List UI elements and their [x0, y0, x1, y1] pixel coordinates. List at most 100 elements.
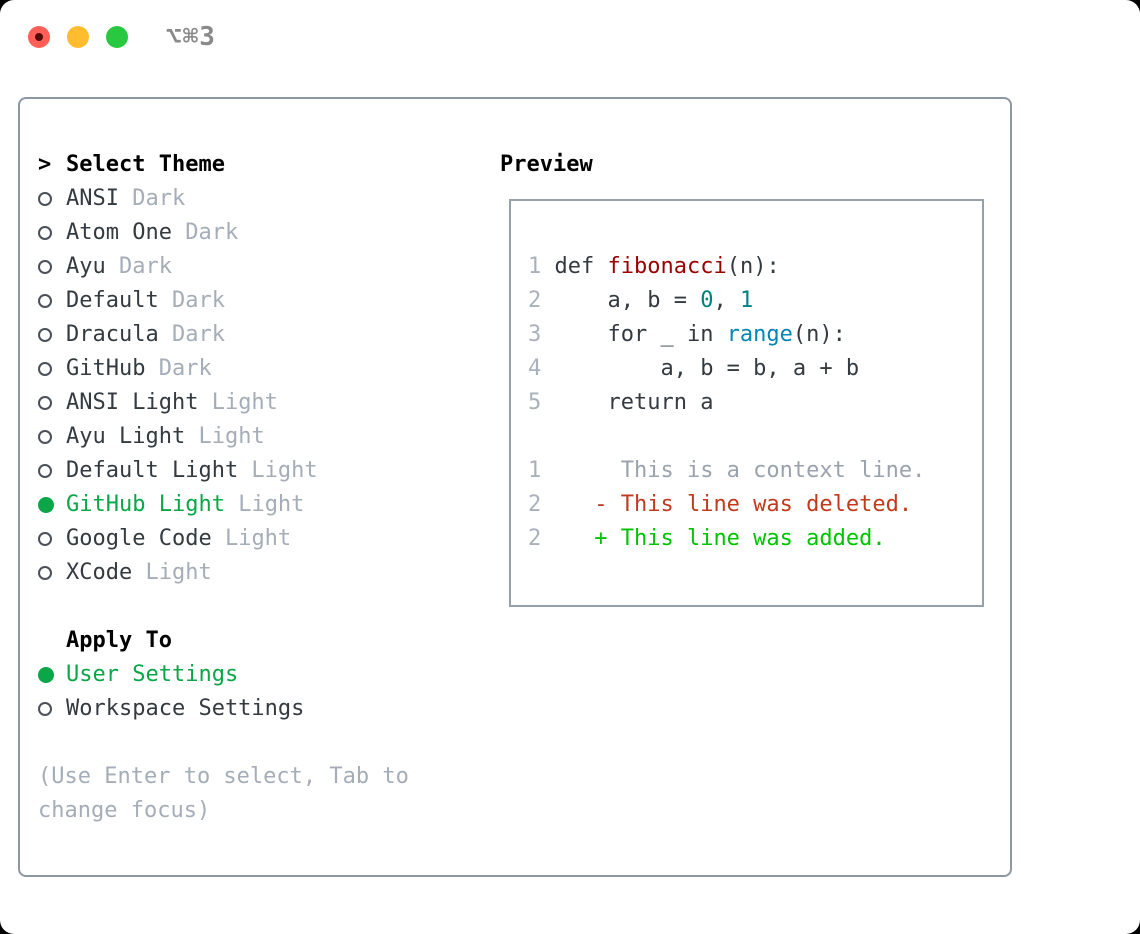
theme-variant-label: Dark [145, 356, 212, 381]
radio-selected-icon [38, 667, 54, 683]
code-segment-code: (n): [792, 322, 846, 347]
code-segment-code: for _ in [554, 322, 727, 347]
radio-unselected-icon [38, 226, 52, 240]
code-segment-function: fibonacci [607, 254, 727, 279]
theme-option-ansi-light[interactable]: ANSI Light Light [38, 386, 478, 420]
preview-code-line: 1 This is a context line. [528, 454, 982, 488]
theme-option-ayu-light[interactable]: Ayu Light Light [38, 420, 478, 454]
option-label: Google Code [66, 526, 212, 551]
focus-caret: > [38, 152, 52, 177]
option-label: User Settings [66, 662, 239, 687]
radio-unselected-icon [38, 430, 52, 444]
code-segment-builtin: range [726, 322, 793, 347]
radio-unselected-icon [38, 192, 52, 206]
option-label: GitHub [66, 356, 146, 381]
code-segment-number: 1 [739, 288, 754, 313]
theme-option-google-code[interactable]: Google Code Light [38, 522, 478, 556]
line-number: 2 [528, 288, 555, 313]
theme-variant-label: Light [238, 458, 318, 483]
theme-option-atom-one[interactable]: Atom One Dark [38, 216, 478, 250]
preview-code-line: 2 a, b = 0, 1 [528, 284, 982, 318]
theme-variant-label: Dark [158, 322, 225, 347]
radio-unselected-icon [38, 396, 52, 410]
preview-code-line [528, 420, 982, 454]
close-button[interactable] [28, 26, 50, 48]
code-segment-added: + This line was added. [554, 526, 886, 551]
apply-option-user-settings[interactable]: User Settings [38, 658, 478, 692]
radio-unselected-icon [38, 532, 52, 546]
theme-option-github[interactable]: GitHub Dark [38, 352, 478, 386]
radio-unselected-icon [38, 328, 52, 342]
line-number: 4 [528, 356, 555, 381]
radio-unselected-icon [38, 464, 52, 478]
option-label: Ayu Light [66, 424, 186, 449]
preview-code-line: 4 a, b = b, a + b [528, 352, 982, 386]
theme-option-ayu[interactable]: Ayu Dark [38, 250, 478, 284]
option-label: Atom One [66, 220, 172, 245]
line-number: 1 [528, 254, 555, 279]
preview-title: Preview [500, 152, 593, 177]
code-segment-deleted: - This line was deleted. [554, 492, 913, 517]
theme-variant-label: Dark [171, 220, 239, 245]
theme-option-xcode[interactable]: XCode Light [38, 556, 478, 590]
radio-unselected-icon [38, 702, 52, 716]
traffic-lights [28, 26, 128, 48]
apply-to-header: Apply To [38, 624, 478, 658]
line-number: 3 [528, 322, 555, 347]
theme-option-dracula[interactable]: Dracula Dark [38, 318, 478, 352]
line-number [528, 424, 555, 449]
line-number: 1 [528, 458, 555, 483]
theme-option-github-light[interactable]: GitHub Light Light [38, 488, 478, 522]
window-title: ⌥⌘3 [166, 22, 216, 52]
line-number: 5 [528, 390, 555, 415]
option-label: XCode [66, 560, 133, 585]
code-segment-number: 0 [700, 288, 714, 313]
code-segment-code: , [713, 288, 740, 313]
code-segment-code: a, b = b, a + b [554, 356, 860, 381]
preview-code-line: 2 - This line was deleted. [528, 488, 982, 522]
code-segment-code: def [554, 254, 608, 279]
option-label: Workspace Settings [66, 696, 305, 721]
apply-to-title: Apply To [66, 628, 172, 653]
preview-code-line: 2 + This line was added. [528, 522, 982, 556]
code-segment-context: This is a context line. [554, 458, 926, 483]
option-label: GitHub Light [66, 492, 225, 517]
radio-unselected-icon [38, 294, 52, 308]
option-label: Ayu [66, 254, 106, 279]
preview-code-line: 1 def fibonacci(n): [528, 250, 982, 284]
theme-variant-label: Light [211, 526, 292, 551]
select-theme-header: > Select Theme [38, 148, 478, 182]
theme-option-default[interactable]: Default Dark [38, 284, 478, 318]
theme-variant-label: Light [198, 390, 278, 415]
code-segment-code: (n): [726, 254, 780, 279]
theme-variant-label: Dark [118, 186, 186, 211]
theme-variant-label: Dark [105, 254, 172, 279]
theme-option-ansi[interactable]: ANSI Dark [38, 182, 478, 216]
theme-variant-label: Light [185, 424, 265, 449]
minimize-button[interactable] [67, 26, 89, 48]
theme-option-default-light[interactable]: Default Light Light [38, 454, 478, 488]
option-label: ANSI Light [66, 390, 199, 415]
radio-selected-icon [38, 497, 54, 513]
zoom-button[interactable] [106, 26, 128, 48]
theme-variant-label: Light [132, 560, 212, 585]
titlebar: ⌥⌘3 [0, 0, 1140, 74]
preview-code-line: 5 return a [528, 386, 982, 420]
code-segment-code: a, b = [554, 288, 701, 313]
option-label: Default [66, 288, 159, 313]
radio-unselected-icon [38, 260, 52, 274]
line-number: 2 [528, 526, 555, 551]
theme-variant-label: Light [224, 492, 305, 517]
apply-option-workspace-settings[interactable]: Workspace Settings [38, 692, 478, 726]
code-segment-code: return a [554, 390, 714, 415]
select-theme-title: Select Theme [66, 152, 225, 177]
option-label: Dracula [66, 322, 159, 347]
radio-unselected-icon [38, 362, 52, 376]
preview-code-line: 3 for _ in range(n): [528, 318, 982, 352]
